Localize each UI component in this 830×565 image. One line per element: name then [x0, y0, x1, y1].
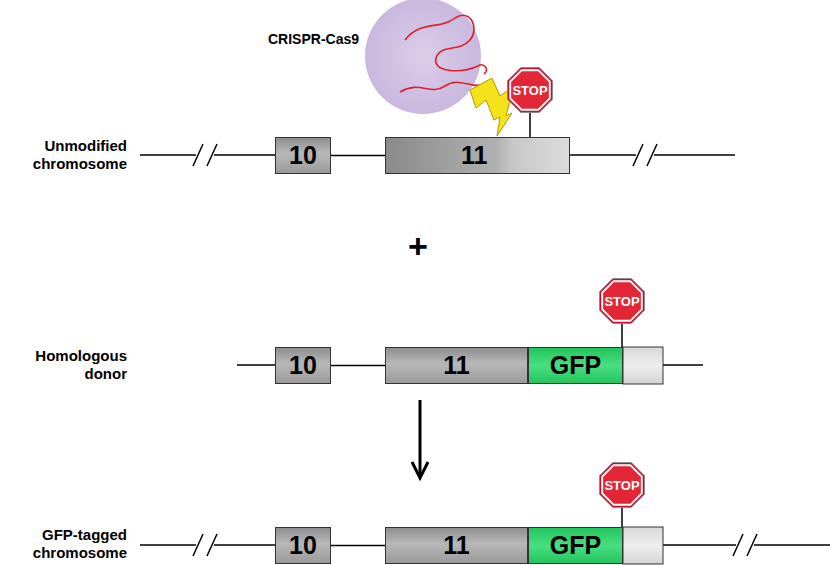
box-label: 11 — [443, 531, 469, 560]
box-label: 10 — [289, 531, 317, 560]
exon-box: 11 — [385, 347, 528, 384]
plus-sign: + — [400, 226, 436, 267]
protein-label: CRISPR-Cas9 — [268, 31, 388, 48]
intron-line — [331, 155, 385, 157]
box-label: 11 — [461, 141, 487, 170]
exon-box: 11 — [385, 137, 570, 174]
box-label: 11 — [443, 351, 469, 380]
box-label: GFP — [550, 531, 601, 560]
box-label: 10 — [289, 351, 317, 380]
row-label: GFP-tagged chromosome — [15, 526, 127, 562]
row-label: Unmodified chromosome — [15, 137, 127, 173]
stop-sign: STOP — [507, 67, 553, 113]
stop-text: STOP — [512, 83, 547, 98]
stop-sign: STOP — [599, 278, 645, 324]
stop-text: STOP — [604, 478, 639, 493]
exon-box: 10 — [275, 347, 331, 384]
exon-box: 10 — [275, 527, 331, 564]
stop-sign: STOP — [599, 462, 645, 508]
exon-box: 10 — [275, 137, 331, 174]
box-label: 10 — [289, 141, 317, 170]
gfp-tag-box: GFP — [528, 527, 623, 564]
stop-text: STOP — [604, 294, 639, 309]
stop-pole — [621, 508, 623, 527]
gfp-tag-box: GFP — [528, 347, 623, 384]
stop-pole — [621, 324, 623, 347]
stop-pole — [529, 113, 531, 137]
intron-line — [331, 365, 385, 367]
row-label: Homologous donor — [15, 347, 127, 383]
box-label: GFP — [550, 351, 601, 380]
intron-line — [331, 545, 385, 547]
exon-box: 11 — [385, 527, 528, 564]
